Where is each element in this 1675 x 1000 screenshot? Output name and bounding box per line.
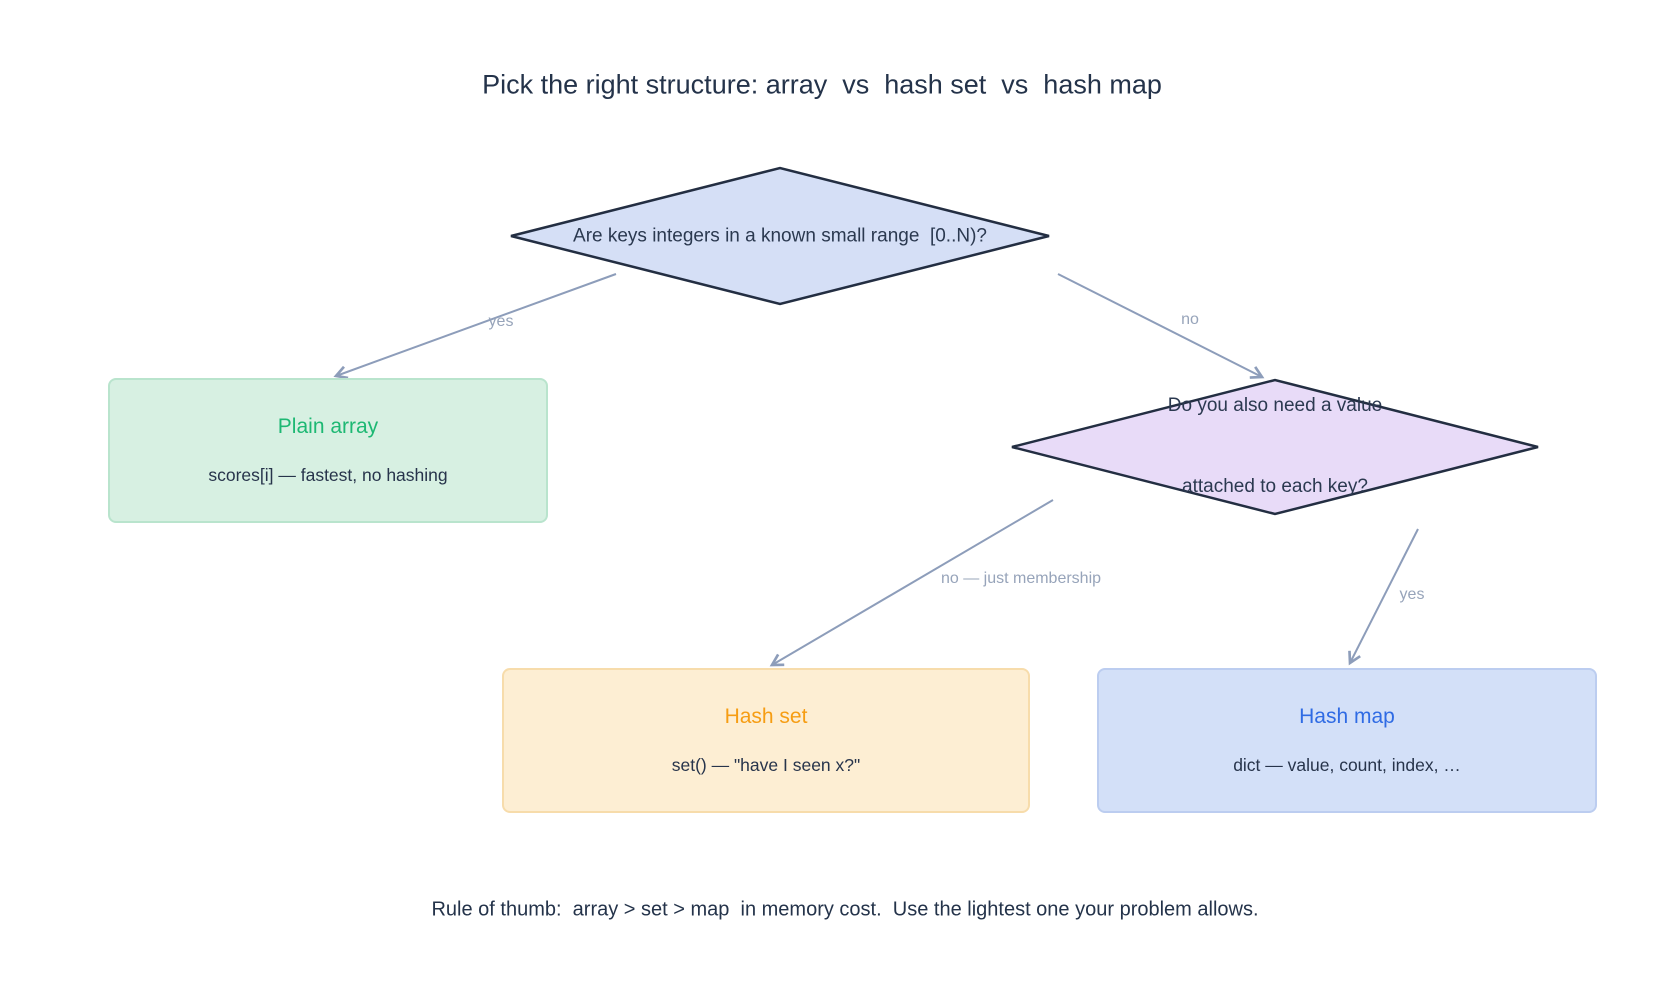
edge-label-no-1: no: [1181, 311, 1199, 328]
decision2-text-line1: Do you also need a value: [1167, 395, 1383, 417]
decision1-text: Are keys integers in a known small range…: [573, 225, 987, 247]
node-plain-array: Plain array scores[i] — fastest, no hash…: [108, 378, 548, 523]
hash-map-subtitle: dict — value, count, index, …: [1233, 755, 1461, 775]
edge-no-to-decision2: [1057, 273, 1262, 377]
plain-array-title: Plain array: [277, 415, 379, 438]
hash-map-title: Hash map: [1299, 705, 1395, 728]
node-hash-map: Hash map dict — value, count, index, …: [1097, 668, 1597, 813]
decision2-text: Do you also need a value attached to eac…: [1168, 339, 1382, 555]
edge-label-yes-1: yes: [488, 313, 514, 330]
decision2-diamond: [1011, 378, 1539, 516]
edge-yes-to-hash-map: [1350, 528, 1419, 663]
edge-no-membership-to-hash-set: [772, 499, 1054, 665]
plain-array-subtitle: scores[i] — fastest, no hashing: [208, 465, 448, 485]
decision2-text-line2: attached to each key?: [1182, 475, 1368, 497]
hash-set-subtitle: set() — "have I seen x?": [671, 755, 861, 775]
edge-label-no-membership: no — just membership: [940, 570, 1102, 587]
page-title: Pick the right structure: array vs hash …: [482, 69, 1162, 100]
decision1-diamond: [510, 166, 1050, 306]
edge-label-yes-2: yes: [1399, 586, 1425, 603]
rule-of-thumb-note: Rule of thumb: array > set > map in memo…: [431, 898, 1259, 921]
edge-yes-to-plain-array: [336, 273, 617, 376]
hash-set-title: Hash set: [724, 705, 808, 728]
node-hash-set: Hash set set() — "have I seen x?": [502, 668, 1030, 813]
